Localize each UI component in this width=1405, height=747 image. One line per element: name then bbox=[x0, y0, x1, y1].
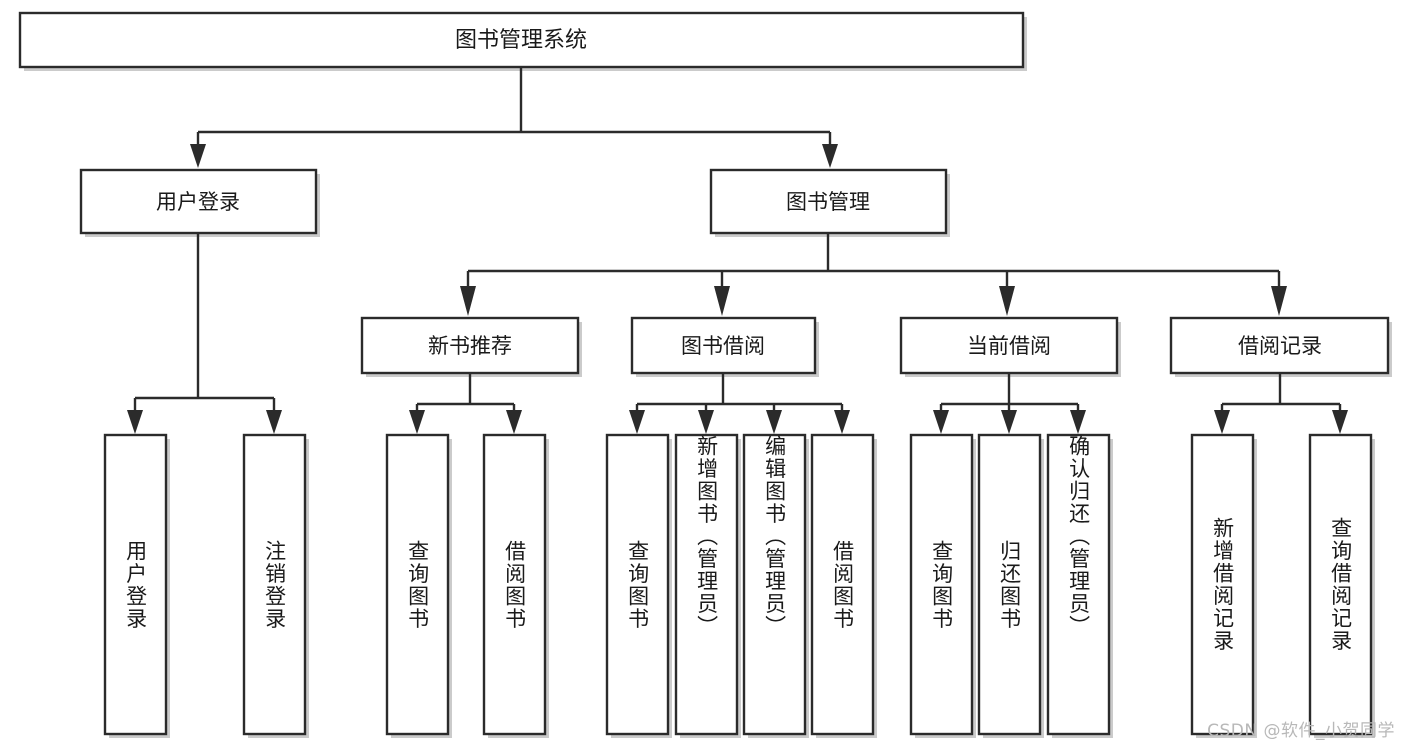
borrow-record-label: 借阅记录 bbox=[1238, 334, 1322, 358]
node-book-manage[interactable]: 图书管理 bbox=[709, 168, 950, 237]
leaf-node-current-confirm[interactable] bbox=[1046, 433, 1113, 738]
arrow-to-leaf-logout bbox=[266, 410, 282, 434]
leaf-node-logout[interactable] bbox=[242, 433, 309, 738]
arrow-to-user-login bbox=[190, 144, 206, 168]
arrow-to-new-book bbox=[460, 286, 476, 316]
connector-user-login-to-leaves bbox=[127, 233, 282, 434]
leaf-node-borrow-lend[interactable] bbox=[810, 433, 877, 738]
node-book-borrow[interactable]: 图书借阅 bbox=[630, 316, 819, 377]
leaf-node-newbook-borrow[interactable] bbox=[482, 433, 549, 738]
root-box bbox=[18, 11, 1025, 69]
current-borrow-label: 当前借阅 bbox=[967, 334, 1051, 358]
borrow-record-box bbox=[1169, 316, 1390, 375]
connector-book-manage-to-level3 bbox=[460, 233, 1287, 316]
connector-new-book-to-leaves bbox=[409, 373, 522, 434]
book-manage-label: 图书管理 bbox=[786, 190, 870, 214]
connector-book-borrow-to-leaves bbox=[629, 373, 850, 434]
leaf-node-current-return[interactable] bbox=[977, 433, 1044, 738]
leaf-node-record-add[interactable] bbox=[1190, 433, 1257, 738]
arrow-to-leaf-user-login bbox=[127, 410, 143, 434]
connector-borrow-record-to-leaves bbox=[1214, 373, 1348, 434]
csdn-watermark: CSDN @软件_小贺同学 bbox=[1207, 721, 1395, 741]
leaf-node-borrow-add[interactable] bbox=[674, 433, 741, 738]
leaf-node-borrow-query[interactable] bbox=[605, 433, 672, 738]
user-login-box bbox=[79, 168, 318, 235]
arrow-to-borrow-record bbox=[1271, 286, 1287, 316]
leaf-node-user-login[interactable] bbox=[103, 433, 170, 738]
current-borrow-box bbox=[899, 316, 1119, 375]
node-current-borrow[interactable]: 当前借阅 bbox=[899, 316, 1121, 377]
node-user-login[interactable]: 用户登录 bbox=[79, 168, 320, 237]
user-login-label: 用户登录 bbox=[156, 190, 240, 214]
root-label: 图书管理系统 bbox=[455, 28, 587, 53]
node-root[interactable]: 图书管理系统 bbox=[18, 11, 1027, 71]
arrow-to-current-borrow bbox=[999, 286, 1015, 316]
leaf-node-borrow-edit[interactable] bbox=[742, 433, 809, 738]
book-borrow-label: 图书借阅 bbox=[681, 334, 765, 358]
leaf-node-newbook-query[interactable] bbox=[385, 433, 452, 738]
connector-current-borrow-to-leaves bbox=[933, 373, 1086, 434]
arrow-to-book-manage bbox=[822, 144, 838, 168]
new-book-box bbox=[360, 316, 580, 375]
new-book-label: 新书推荐 bbox=[428, 334, 512, 358]
leaf-node-record-query[interactable] bbox=[1308, 433, 1375, 738]
leaf-node-current-query[interactable] bbox=[909, 433, 976, 738]
node-new-book[interactable]: 新书推荐 bbox=[360, 316, 582, 377]
arrow-to-book-borrow bbox=[714, 286, 730, 316]
connector-root-to-level2 bbox=[190, 67, 838, 168]
node-borrow-record[interactable]: 借阅记录 bbox=[1169, 316, 1392, 377]
